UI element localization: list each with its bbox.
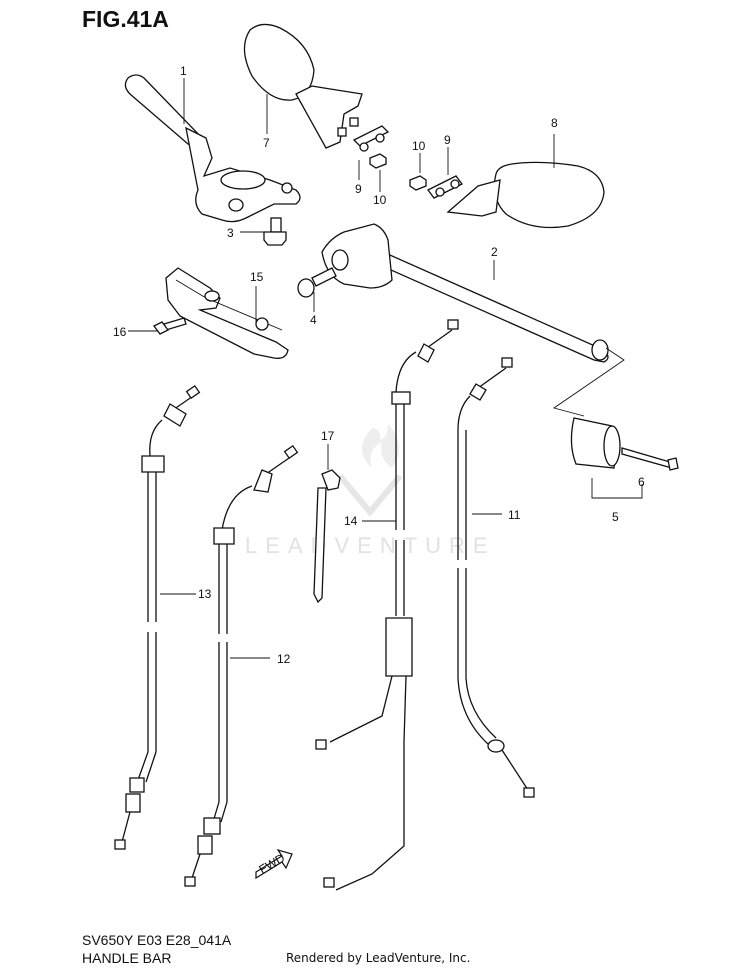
- callout-13: 13: [198, 587, 212, 601]
- callout-11: 11: [508, 508, 521, 522]
- dividing-line: [552, 347, 625, 417]
- bolt-4: [297, 267, 337, 298]
- bar-end-weight: [570, 417, 679, 471]
- callout-9b: 9: [444, 133, 451, 147]
- callout-7: 7: [263, 136, 270, 150]
- choke-cable-11: [457, 357, 535, 798]
- callout-10a: 10: [412, 139, 426, 153]
- render-credit: Rendered by LeadVenture, Inc.: [286, 951, 471, 965]
- callout-9a: 9: [355, 182, 362, 196]
- callout-8: 8: [551, 116, 558, 130]
- leader-lines: [128, 78, 643, 659]
- throttle-cable-13: [114, 384, 201, 850]
- callout-10b: 10: [373, 193, 387, 207]
- callout-12: 12: [277, 652, 291, 666]
- screw-16: [153, 317, 187, 335]
- figure-title: FIG.41A: [82, 6, 169, 32]
- callout-3: 3: [227, 226, 234, 240]
- mirror-adapter-right: [409, 175, 463, 199]
- section-name: HANDLE BAR: [82, 950, 172, 966]
- left-mirror: [243, 23, 363, 149]
- callout-6: 6: [638, 475, 645, 489]
- callout-14: 14: [344, 514, 358, 528]
- handlebar: [321, 223, 609, 363]
- throttle-grip: [124, 74, 301, 223]
- callouts: 1 2 3 4 5 6 7 8 9 9 10 10 11 12 13 14 15…: [113, 64, 645, 666]
- right-mirror: [446, 161, 605, 229]
- clutch-cable-14: [315, 319, 459, 891]
- cable-tie: [313, 469, 341, 604]
- callout-17: 17: [321, 429, 335, 443]
- guard-bracket: [165, 267, 289, 359]
- bolt-3: [263, 217, 287, 246]
- callout-1: 1: [180, 64, 187, 78]
- throttle-cable-12: [184, 444, 299, 887]
- mirror-adapter-left: [352, 125, 390, 169]
- callout-15: 15: [250, 270, 264, 284]
- callout-2: 2: [491, 245, 498, 259]
- watermark: LEADVENTURE: [245, 424, 496, 558]
- callout-5: 5: [612, 510, 619, 524]
- fwd-arrow: FWD: [255, 848, 293, 880]
- callout-16: 16: [113, 325, 127, 339]
- model-code: SV650Y E03 E28_041A: [82, 932, 232, 948]
- callout-4: 4: [310, 313, 317, 327]
- watermark-text: LEADVENTURE: [245, 533, 496, 558]
